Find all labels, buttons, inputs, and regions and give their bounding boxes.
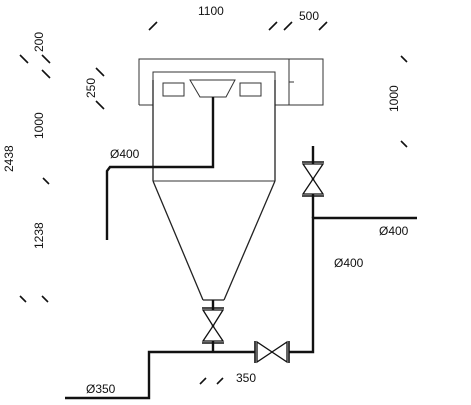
label-h-cone: 1238: [32, 222, 46, 249]
tick-inlet-1: [95, 67, 105, 77]
valve-bottom-horizontal: [254, 340, 290, 364]
valve-right-upper: [301, 163, 325, 181]
tick-left-1: [19, 54, 29, 64]
hopper-funnel: [189, 79, 236, 98]
tick-left-3: [41, 69, 51, 79]
piping: [65, 97, 417, 400]
label-len-bottom: 350: [236, 371, 256, 385]
label-dia-bottom: Ø350: [86, 382, 116, 396]
tick-right-1: [400, 55, 408, 63]
valve-right: [301, 161, 325, 197]
valve-right-lower: [301, 177, 325, 195]
label-dia-inlet: Ø400: [110, 147, 140, 161]
tick-left-6: [41, 295, 49, 303]
tick-left-2: [41, 54, 51, 64]
tick-top-mid-1: [268, 21, 278, 31]
top-frame: [138, 58, 324, 106]
inner-bracket: [152, 71, 276, 80]
cone-left: [152, 180, 204, 301]
pipe-inlet: [105, 97, 215, 240]
tick-right-2: [400, 140, 408, 148]
valve-bottom-vertical: [201, 307, 225, 344]
dimension-ticks: [19, 21, 408, 385]
tick-left-5: [19, 295, 27, 303]
valve-bv-lower: [201, 324, 225, 342]
label-width-total: 1100: [198, 4, 224, 18]
tick-left-4: [42, 177, 50, 185]
tick-top-mid-2: [283, 21, 293, 31]
valve-bv-upper: [201, 309, 225, 328]
label-dia-outlet-right: Ø400: [379, 224, 409, 238]
separator-body: [152, 79, 276, 301]
tick-bottom-1: [199, 377, 207, 385]
valve-bh-right: [270, 340, 288, 364]
label-h-right: 1000: [387, 85, 401, 112]
inlet-port-left: [162, 82, 185, 97]
tick-top-right: [318, 21, 328, 31]
inlet-port-right: [239, 82, 262, 97]
valve-bh-left: [256, 340, 274, 364]
pipe-riser: [289, 216, 417, 354]
tick-bottom-2: [216, 377, 224, 385]
tick-inlet-2: [95, 100, 105, 110]
label-width-side: 500: [299, 9, 319, 23]
pipe-bottom: [65, 350, 255, 400]
cone-right: [223, 180, 276, 301]
label-h-top: 200: [32, 32, 46, 52]
label-h-total: 2438: [2, 145, 16, 172]
frame-right: [275, 58, 324, 106]
label-dia-riser: Ø400: [334, 256, 364, 270]
tick-top-left: [148, 21, 158, 31]
dimension-labels: 1100 500 200 250 1000 2438 1238 1000 Ø40…: [2, 4, 409, 396]
label-h-upper: 1000: [32, 112, 46, 139]
label-h-inlet: 250: [84, 78, 98, 98]
